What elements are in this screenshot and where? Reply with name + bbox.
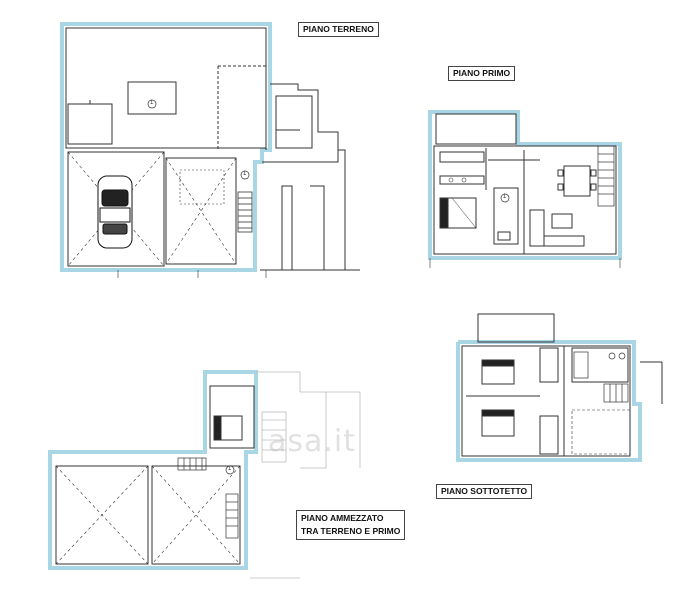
ground-stair [237, 191, 253, 233]
ground-room-number-circle [147, 99, 157, 109]
room-number-mezzanine: 1 [228, 466, 232, 472]
mezzanine-stair [177, 457, 239, 539]
ground-bay [165, 157, 237, 265]
car-icon [97, 175, 133, 249]
mezzanine-outline [48, 370, 258, 570]
label-piano-sottotetto: PIANO SOTTOTETTO [436, 484, 533, 499]
watermark: asa.it [268, 424, 357, 459]
mezzanine-bed-icon [213, 415, 243, 441]
label-piano-ammezzato: PIANO AMMEZZATO TRA TERRENO E PRIMO [296, 510, 406, 540]
room-number-ground: 1 [150, 100, 154, 106]
first-floor-stair [597, 145, 615, 207]
label-piano-terreno: PIANO TERRENO [298, 22, 379, 37]
ground-garage [67, 151, 165, 267]
room-number-first: 1 [503, 194, 507, 200]
room-number-ground-stair: 1 [243, 171, 247, 177]
sofa-icon [529, 209, 585, 247]
ground-courtyard [65, 27, 267, 149]
dining-table-icon [557, 165, 597, 197]
ground-floor-outline [60, 22, 272, 272]
attic-stair [603, 383, 629, 403]
attic-bed-top-icon [481, 359, 515, 385]
attic-outline [456, 340, 642, 462]
label-piano-ammezzato-line1: PIANO AMMEZZATO [301, 513, 384, 523]
first-floor-walls [433, 145, 617, 255]
first-floor-outline [428, 110, 622, 260]
first-floor-plan [428, 110, 622, 268]
attic-bed-bottom-icon [481, 409, 515, 437]
label-piano-primo: PIANO PRIMO [448, 66, 516, 81]
ground-annex [262, 83, 339, 163]
first-floor-bed-icon [439, 197, 477, 229]
ground-floor-plan [60, 22, 360, 278]
label-piano-ammezzato-line2: TRA TERRENO E PRIMO [301, 526, 401, 536]
mezzanine-plan [48, 370, 361, 579]
attic-plan [456, 313, 663, 462]
ground-skylight [127, 81, 177, 115]
